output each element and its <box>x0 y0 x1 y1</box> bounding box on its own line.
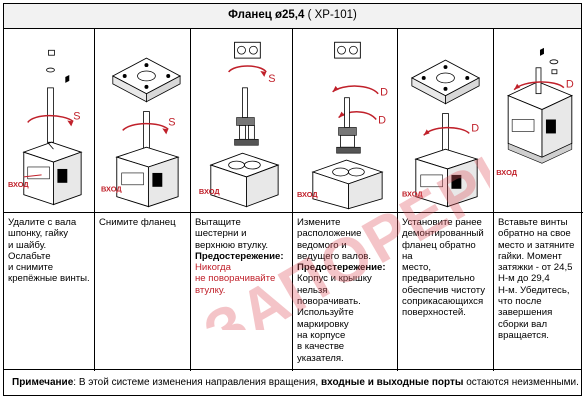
shaft-swap-icon: D D ВХОД <box>297 41 388 210</box>
step-1-text: Удалите с вала шпонку, гайку и шайбу. Ос… <box>8 217 90 285</box>
step-1: S ВХОД Удалите с вала шпонку, гайку и ша… <box>4 28 95 371</box>
step-5-text: Установите ранее демонтированный фланец … <box>402 217 486 319</box>
step-6-text: Вставьте винты обратно на свое место и з… <box>498 217 575 341</box>
note-label: Примечание <box>12 377 74 388</box>
svg-text:S: S <box>73 111 80 123</box>
steps-grid: S ВХОД Удалите с вала шпонку, гайку и ша… <box>4 28 583 371</box>
svg-text:D: D <box>380 87 388 99</box>
step-1-illustration: S ВХОД <box>4 28 94 213</box>
title-model: ( XP-101) <box>304 9 357 21</box>
svg-text:S: S <box>268 73 275 85</box>
step-5-illustration: D ВХОД <box>398 28 493 213</box>
step-5: D ВХОД Установите ранее демонтированный … <box>398 28 494 371</box>
flange-install-icon: D ВХОД <box>402 59 481 208</box>
step-2: S ВХОД Снимите фланец <box>95 28 191 371</box>
warning-title: Предостережение: <box>297 262 386 274</box>
pump-disassembly-icon: S ВХОД <box>8 49 83 206</box>
input-label: ВХОД <box>8 180 29 189</box>
step-4: D D ВХОД Измените ра <box>293 28 398 371</box>
flange-removal-icon: S ВХОД <box>101 57 182 208</box>
step-2-illustration: S ВХОД <box>95 28 190 213</box>
page-title: Фланец ø25,4 ( XP-101) <box>4 4 581 29</box>
step-3: S ВХОД Вытащите шес <box>191 28 293 371</box>
instruction-sheet: Фланец ø25,4 ( XP-101) S <box>3 3 583 396</box>
input-label: ВХОД <box>496 168 518 177</box>
svg-text:S: S <box>168 116 175 128</box>
pump-assembly-icon: D ВХОД <box>496 47 574 177</box>
step-2-text: Снимите фланец <box>99 217 176 228</box>
input-label: ВХОД <box>199 187 220 196</box>
input-label: ВХОД <box>101 185 122 194</box>
step-4-illustration: D D ВХОД <box>293 28 397 213</box>
svg-text:D: D <box>566 79 574 91</box>
svg-text:D: D <box>378 114 386 126</box>
input-label: ВХОД <box>402 190 423 199</box>
footer-note: Примечание: В этой системе изменения нап… <box>4 369 581 395</box>
input-label: ВХОД <box>297 190 318 199</box>
step-6: D ВХОД Вставьте винты обратно на свое ме… <box>494 28 583 371</box>
step-3-text: Вытащите шестерни и верхнюю втулку. Пред… <box>191 214 292 299</box>
gear-removal-icon: S ВХОД <box>199 41 280 208</box>
step-6-illustration: D ВХОД <box>494 28 583 213</box>
warning-title: Предостережение: <box>195 250 284 262</box>
step-4-text: Измените расположение ведомого и ведущег… <box>293 214 397 367</box>
svg-text:D: D <box>471 122 479 134</box>
step-3-illustration: S ВХОД <box>191 28 292 213</box>
title-bold: Фланец ø25,4 <box>228 9 305 21</box>
